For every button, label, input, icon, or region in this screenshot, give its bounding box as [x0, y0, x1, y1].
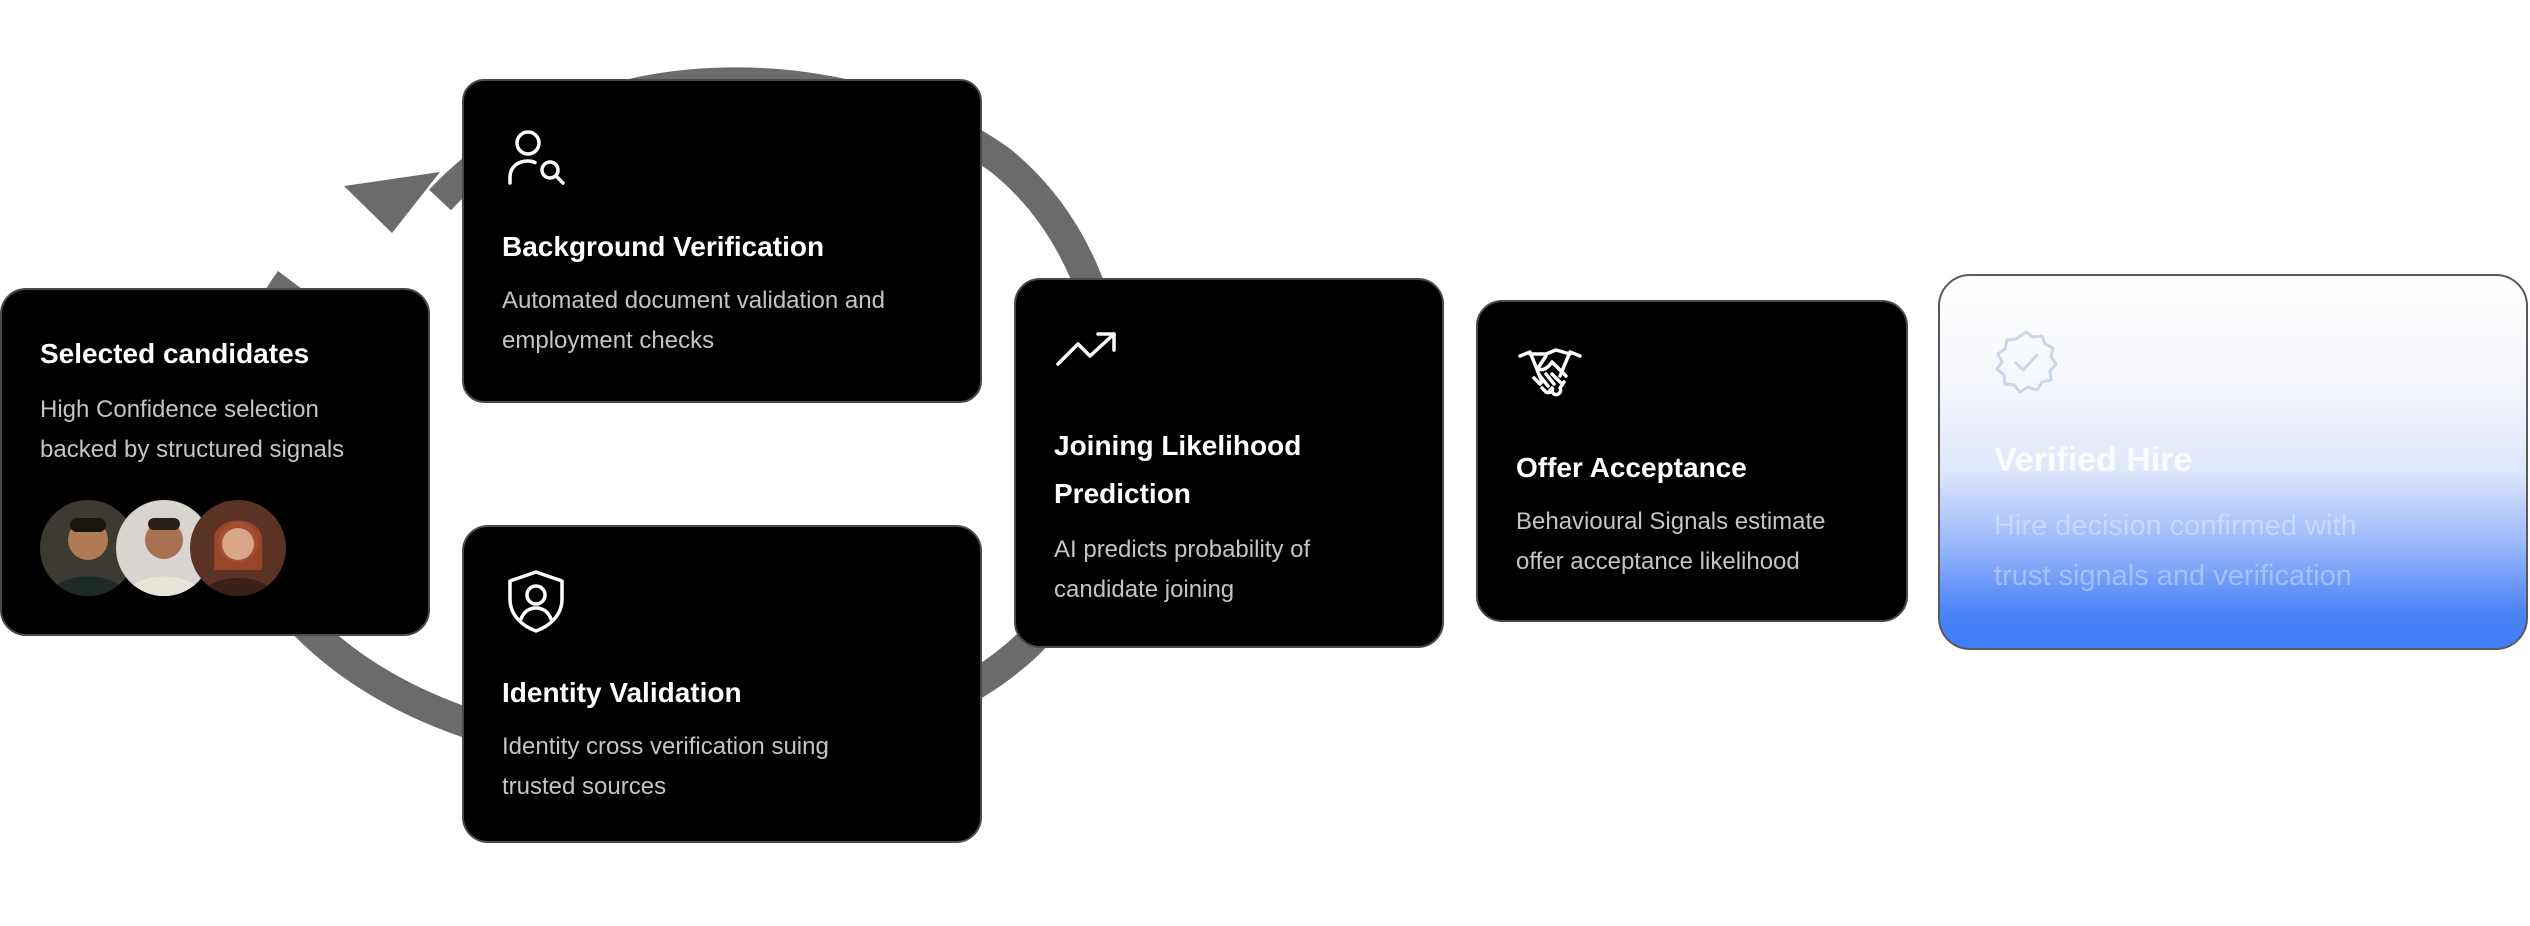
- cycle-arrow-head: [344, 172, 440, 233]
- candidate-avatar-3: [190, 500, 286, 596]
- identity-validation-card: Identity Validation Identity cross verif…: [462, 525, 982, 843]
- background-verification-desc-line1: Automated document validation and: [502, 287, 885, 314]
- verified-hire-title: Verified Hire: [1994, 441, 2193, 479]
- selected-candidates-desc-line1: High Confidence selection: [40, 396, 319, 423]
- selected-candidates-card: Selected candidates High Confidence sele…: [0, 288, 430, 636]
- joining-likelihood-title-line1: Joining Likelihood: [1054, 430, 1302, 461]
- shield-user-icon: [502, 567, 570, 635]
- identity-validation-desc-line2: trusted sources: [502, 773, 667, 800]
- offer-acceptance-desc-line2: offer acceptance likelihood: [1516, 548, 1800, 575]
- candidate-avatars: [40, 500, 290, 598]
- verified-hire-desc-line1: Hire decision confirmed with: [1994, 510, 2357, 542]
- joining-likelihood-title-line2: Prediction: [1054, 478, 1191, 509]
- joining-likelihood-desc-line1: AI predicts probability of: [1054, 536, 1311, 563]
- handshake-icon: [1516, 342, 1584, 410]
- verified-badge-icon: [1992, 328, 2060, 396]
- verified-hire-desc-line2: trust signals and verification: [1994, 560, 2352, 592]
- trending-up-icon: [1054, 324, 1122, 392]
- offer-acceptance-card: Offer Acceptance Behavioural Signals est…: [1476, 300, 1908, 622]
- joining-likelihood-desc-line2: candidate joining: [1054, 576, 1235, 603]
- background-verification-desc-line2: employment checks: [502, 327, 715, 354]
- background-verification-title: Background Verification: [502, 231, 825, 262]
- identity-validation-desc-line1: Identity cross verification suing: [502, 733, 829, 760]
- selected-candidates-desc-line2: backed by structured signals: [40, 436, 345, 463]
- user-search-icon: [502, 125, 570, 193]
- background-verification-card: Background Verification Automated docume…: [462, 79, 982, 403]
- offer-acceptance-title: Offer Acceptance: [1516, 452, 1747, 483]
- joining-likelihood-card: Joining Likelihood Prediction AI predict…: [1014, 278, 1444, 648]
- selected-candidates-title: Selected candidates: [40, 338, 310, 369]
- identity-validation-title: Identity Validation: [502, 677, 742, 708]
- offer-acceptance-desc-line1: Behavioural Signals estimate: [1516, 508, 1826, 535]
- verified-hire-card: Verified Hire Hire decision confirmed wi…: [1938, 274, 2528, 650]
